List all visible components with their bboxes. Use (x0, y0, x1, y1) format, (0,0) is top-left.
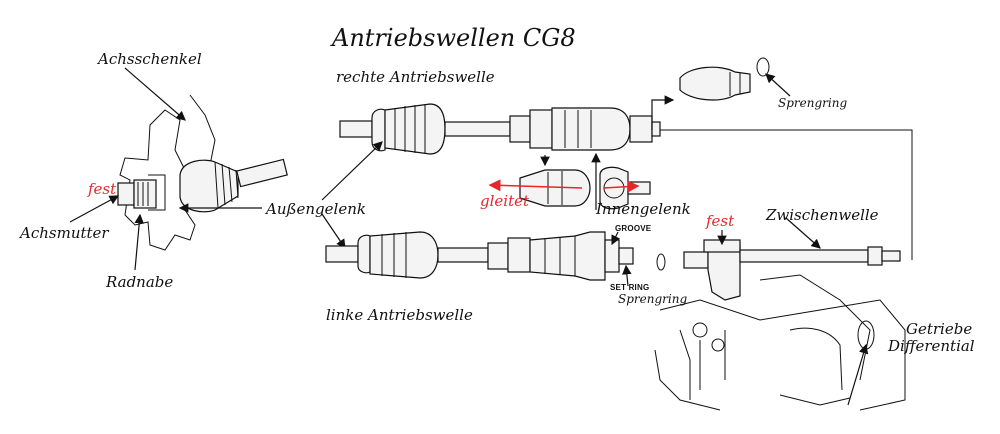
label-zwischenwelle: Zwischenwelle (766, 206, 879, 224)
knuckle-assembly (117, 94, 288, 251)
label-radnabe: Radnabe (106, 273, 174, 291)
right-drive-shaft (339, 103, 661, 155)
label-rechte-antriebswelle: rechte Antriebswelle (336, 68, 495, 86)
stub-detail (679, 57, 770, 101)
label-fest-right: fest (706, 212, 735, 230)
diagram-title: Antriebswellen CG8 (332, 24, 576, 52)
left-drive-shaft (325, 231, 666, 281)
intermediate-shaft (683, 239, 901, 301)
label-linke-antriebswelle: linke Antriebswelle (326, 306, 473, 324)
gearbox-housing (654, 274, 906, 411)
label-achsmutter: Achsmutter (20, 224, 109, 242)
label-innengelenk: Innengelenk (596, 200, 691, 218)
label-fest-left: fest (88, 180, 117, 198)
label-groove: GROOVE (615, 224, 652, 233)
label-achsschenkel: Achsschenkel (98, 50, 202, 68)
label-sprengring-bottom: Sprengring (618, 292, 688, 306)
label-sprengring-top: Sprengring (778, 96, 848, 110)
label-getriebe: Getriebe (906, 320, 973, 338)
label-set-ring: SET RING (610, 283, 650, 292)
label-gleitet: gleitet (480, 192, 530, 210)
label-differential: Differential (888, 337, 975, 355)
label-aussengelenk: Außengelenk (266, 200, 366, 218)
